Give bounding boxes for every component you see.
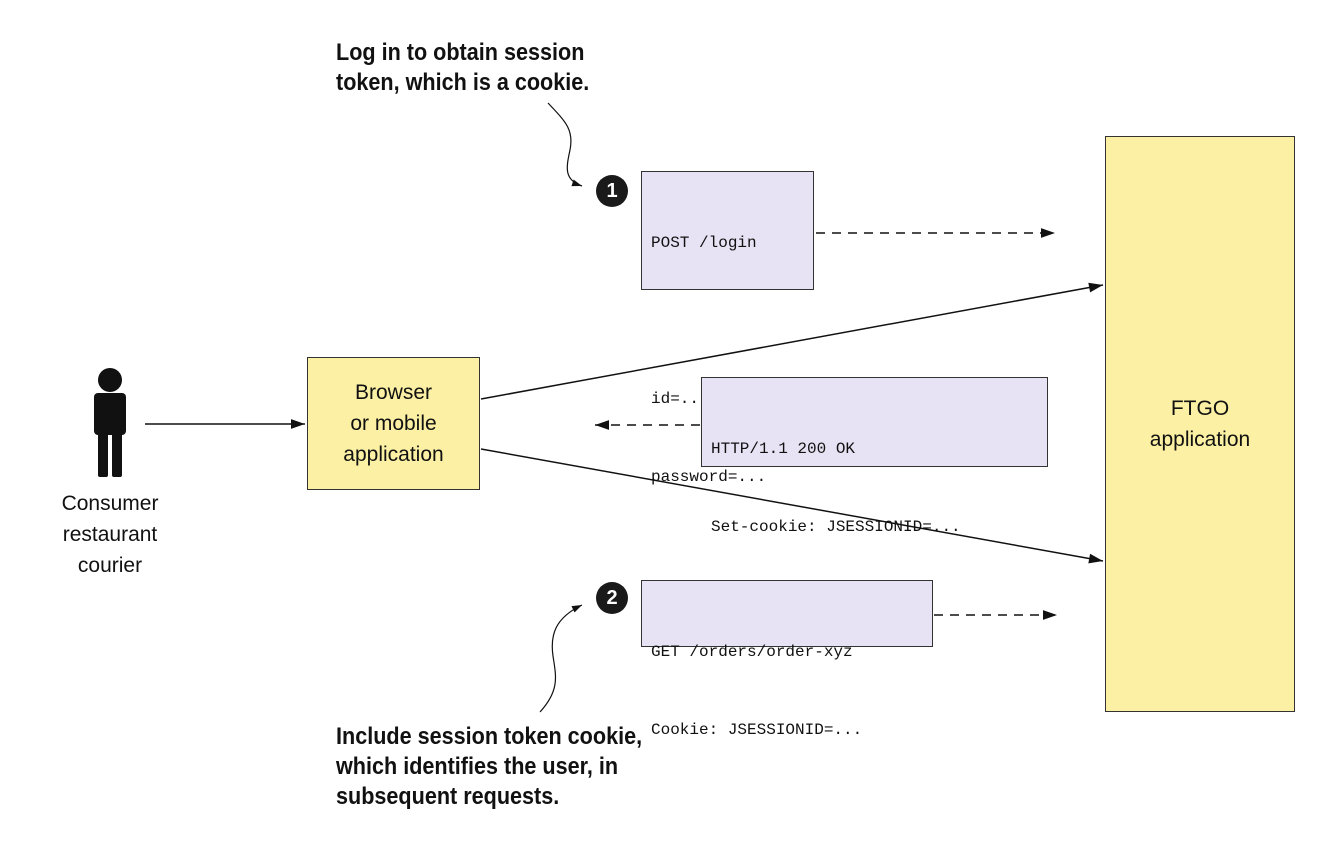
message-line bbox=[651, 308, 804, 334]
bottom-annotation: Include session token cookie, which iden… bbox=[336, 722, 642, 812]
client-box-line: application bbox=[343, 443, 444, 466]
actor-label-line: restaurant bbox=[62, 523, 158, 546]
message-line: Cookie: JSESSIONID=... bbox=[651, 721, 863, 739]
server-box: FTGO application bbox=[1105, 136, 1295, 712]
step-2-badge: 2 bbox=[596, 582, 628, 614]
request-flow-arrow bbox=[480, 282, 1104, 400]
top-annotation: Log in to obtain session token, which is… bbox=[336, 38, 589, 98]
actor-label-line: courier bbox=[77, 554, 143, 577]
message-line: password=... bbox=[651, 468, 767, 486]
message-line: id=... bbox=[651, 390, 709, 408]
order-flow-arrow bbox=[480, 448, 1104, 564]
login-response-message: HTTP/1.1 200 OK Set-cookie: JSESSIONID=.… bbox=[701, 377, 1048, 614]
client-box-line: Browser bbox=[354, 381, 433, 404]
bottom-annotation-line: subsequent requests. bbox=[336, 783, 560, 810]
message-line: HTTP/1.1 200 OK bbox=[711, 440, 856, 458]
person-icon bbox=[94, 368, 126, 477]
message-line: Set-cookie: JSESSIONID=... bbox=[711, 518, 961, 536]
client-box: Browser or mobile application bbox=[307, 357, 480, 490]
bottom-annotation-line: which identifies the user, in bbox=[336, 753, 619, 780]
login-request-message: POST /login id=... password=... bbox=[641, 171, 814, 486]
server-box-line: FTGO bbox=[1170, 397, 1230, 420]
bottom-annotation-callout bbox=[539, 604, 583, 713]
client-box-line: or mobile bbox=[350, 412, 437, 435]
bottom-annotation-line: Include session token cookie, bbox=[336, 723, 643, 750]
message-line: POST /login bbox=[651, 234, 757, 252]
actor-label-line: Consumer bbox=[61, 492, 159, 515]
step-1-badge: 1 bbox=[596, 175, 628, 207]
top-annotation-callout bbox=[547, 102, 583, 187]
server-box-line: application bbox=[1149, 428, 1251, 451]
top-annotation-line: token, which is a cookie. bbox=[336, 69, 590, 96]
actor-label: Consumer restaurant courier bbox=[30, 488, 190, 581]
order-request-message: GET /orders/order-xyz Cookie: JSESSIONID… bbox=[641, 580, 933, 739]
top-annotation-line: Log in to obtain session bbox=[336, 39, 585, 66]
message-line: GET /orders/order-xyz bbox=[651, 643, 853, 661]
